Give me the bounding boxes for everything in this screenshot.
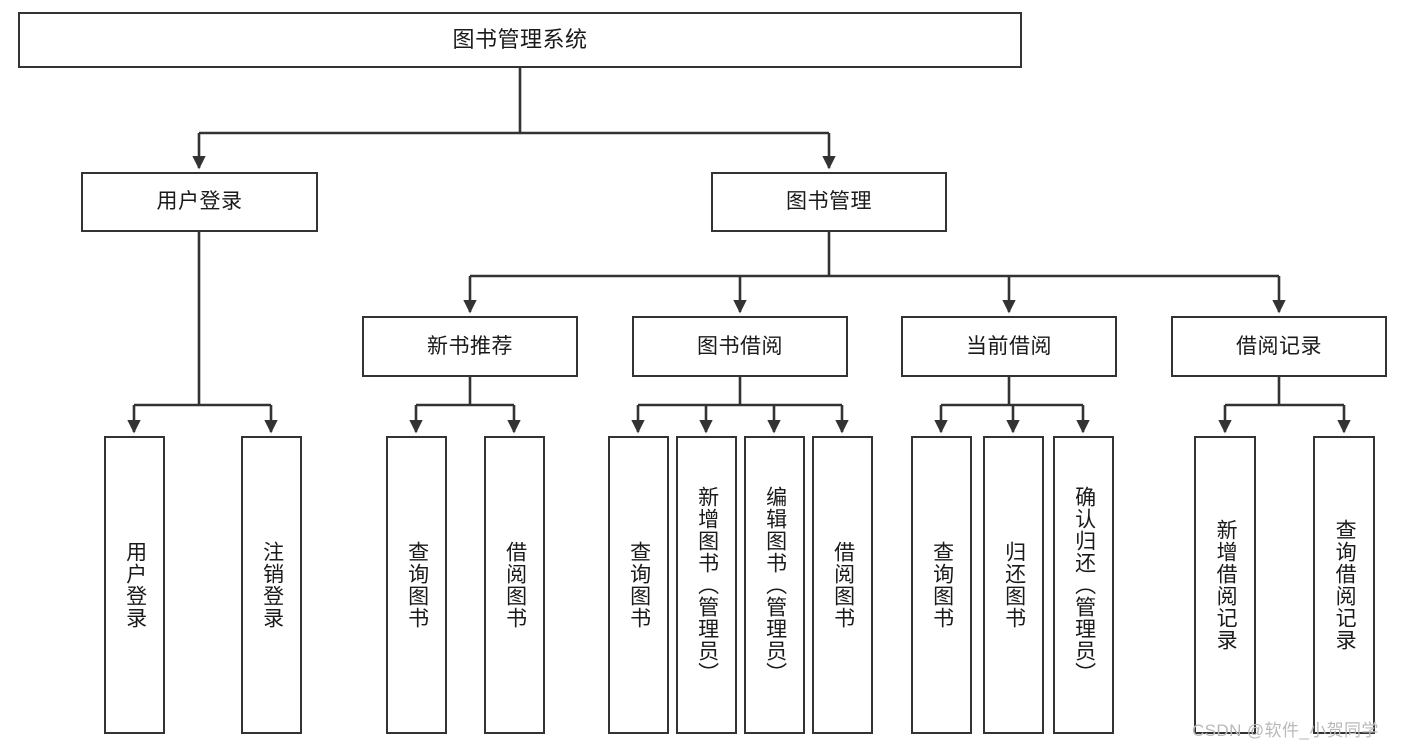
leaf-edit-book-admin[interactable]: 编辑图书（管理员） xyxy=(744,436,805,734)
leaf-query-book-newbook[interactable]: 查询图书 xyxy=(386,436,447,734)
node-book-management[interactable]: 图书管理 xyxy=(711,172,947,232)
node-root[interactable]: 图书管理系统 xyxy=(18,12,1022,68)
node-new-book-recommend[interactable]: 新书推荐 xyxy=(362,316,578,377)
node-current-borrow[interactable]: 当前借阅 xyxy=(901,316,1117,377)
leaf-query-book-current-label: 查询图书 xyxy=(930,541,954,629)
leaf-query-book-newbook-label: 查询图书 xyxy=(405,541,429,629)
node-root-label: 图书管理系统 xyxy=(452,26,588,52)
leaf-return-book-label: 归还图书 xyxy=(1002,541,1026,629)
leaf-add-borrow-record-label: 新增借阅记录 xyxy=(1214,519,1238,651)
leaf-add-borrow-record[interactable]: 新增借阅记录 xyxy=(1194,436,1256,734)
leaf-borrow-book-label: 借阅图书 xyxy=(831,541,855,629)
leaf-logout-login-label: 注销登录 xyxy=(260,541,284,629)
leaf-borrow-book-newbook[interactable]: 借阅图书 xyxy=(484,436,545,734)
node-borrow-record-label: 借阅记录 xyxy=(1236,334,1322,358)
node-current-borrow-label: 当前借阅 xyxy=(966,334,1052,358)
leaf-query-book-current[interactable]: 查询图书 xyxy=(911,436,972,734)
leaf-user-login[interactable]: 用户登录 xyxy=(104,436,165,734)
leaf-confirm-return-admin[interactable]: 确认归还（管理员） xyxy=(1053,436,1114,734)
leaf-confirm-return-admin-label: 确认归还（管理员） xyxy=(1072,486,1096,684)
leaf-query-borrow-record-label: 查询借阅记录 xyxy=(1333,519,1357,651)
leaf-query-book-borrow-label: 查询图书 xyxy=(627,541,651,629)
leaf-edit-book-admin-label: 编辑图书（管理员） xyxy=(763,486,787,684)
csdn-watermark: CSDN @软件_小贺同学 xyxy=(1192,721,1379,740)
node-book-management-label: 图书管理 xyxy=(786,190,872,214)
leaf-logout-login[interactable]: 注销登录 xyxy=(241,436,302,734)
node-book-borrow-label: 图书借阅 xyxy=(697,334,783,358)
node-user-login[interactable]: 用户登录 xyxy=(81,172,318,232)
leaf-add-book-admin[interactable]: 新增图书（管理员） xyxy=(676,436,737,734)
node-borrow-record[interactable]: 借阅记录 xyxy=(1171,316,1387,377)
node-new-book-recommend-label: 新书推荐 xyxy=(427,334,513,358)
leaf-add-book-admin-label: 新增图书（管理员） xyxy=(695,486,719,684)
leaf-query-borrow-record[interactable]: 查询借阅记录 xyxy=(1313,436,1375,734)
leaf-return-book[interactable]: 归还图书 xyxy=(983,436,1044,734)
leaf-user-login-label: 用户登录 xyxy=(123,541,147,629)
leaf-borrow-book[interactable]: 借阅图书 xyxy=(812,436,873,734)
leaf-query-book-borrow[interactable]: 查询图书 xyxy=(608,436,669,734)
node-book-borrow[interactable]: 图书借阅 xyxy=(632,316,848,377)
node-user-login-label: 用户登录 xyxy=(156,190,243,214)
leaf-borrow-book-newbook-label: 借阅图书 xyxy=(503,541,527,629)
